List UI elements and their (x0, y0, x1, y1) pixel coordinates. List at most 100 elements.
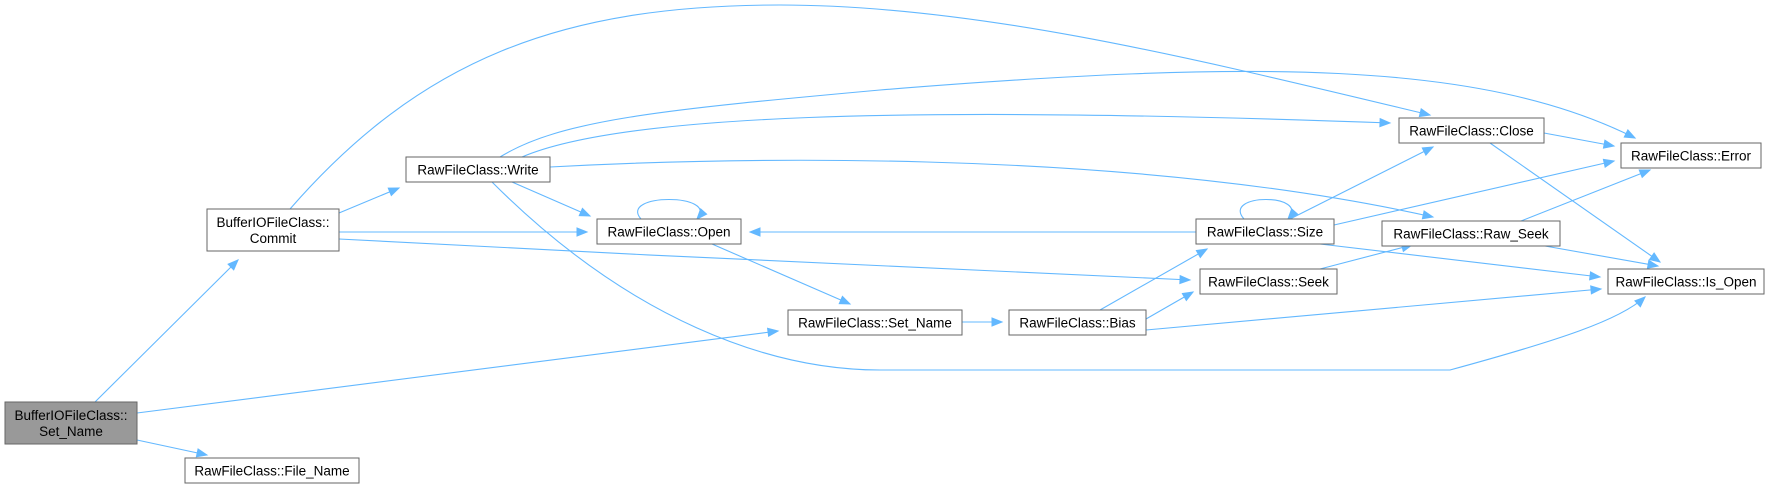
arrowhead (1602, 158, 1616, 168)
node-label: RawFileClass::Close (1409, 124, 1534, 139)
edge-buffer-set-name-to-raw-set-name (136, 327, 780, 414)
edge-line (521, 113, 1391, 158)
edge-raw-size-to-raw-open (748, 227, 1196, 237)
edge-raw-write-to-raw-close (521, 113, 1392, 158)
node-raw-raw-seek[interactable]: RawFileClass::Raw_Seek (1381, 220, 1561, 247)
arrowhead (1181, 291, 1195, 302)
node-raw-size[interactable]: RawFileClass::Size (1195, 218, 1335, 245)
node-raw-seek[interactable]: RawFileClass::Seek (1199, 268, 1338, 295)
edge-line (1289, 146, 1434, 220)
edge-line (338, 187, 400, 214)
edge-raw-close-to-raw-error (1543, 132, 1616, 149)
arrowhead (1418, 107, 1432, 118)
node-label: RawFileClass::Raw_Seek (1393, 227, 1549, 242)
edge-raw-raw-seek-to-raw-error (1520, 169, 1652, 222)
node-box (1607, 268, 1765, 295)
edge-buffer-commit-to-raw-close (289, 4, 1432, 210)
node-raw-write[interactable]: RawFileClass::Write (405, 156, 551, 183)
edge-line (289, 4, 1431, 210)
edge-line (1099, 248, 1208, 311)
edge-raw-write-to-raw-open (511, 181, 592, 217)
edge-raw-size-to-raw-error (1333, 158, 1616, 226)
node-raw-open[interactable]: RawFileClass::Open (596, 218, 742, 245)
node-label: RawFileClass::Error (1631, 149, 1752, 164)
node-label: RawFileClass::Set_Name (798, 316, 952, 331)
node-label: BufferIOFileClass:: (14, 408, 127, 423)
edge-line (136, 330, 779, 414)
arrowhead (1287, 207, 1299, 221)
edge-raw-set-name-to-raw-bias (962, 317, 1004, 327)
edge-raw-bias-to-raw-size (1099, 248, 1209, 311)
edge-raw-write-to-raw-is-open (491, 181, 1646, 371)
edge-raw-close-to-raw-is-open (1489, 142, 1662, 263)
node-label: Commit (250, 231, 297, 246)
node-box (596, 218, 742, 245)
arrowhead (1648, 252, 1662, 263)
node-box (1008, 309, 1147, 336)
edge-line (1543, 132, 1615, 147)
edge-line (1145, 288, 1602, 331)
node-raw-file-name[interactable]: RawFileClass::File_Name (184, 457, 360, 484)
arrowhead (1421, 210, 1435, 220)
edge-buffer-set-name-to-raw-file-name (136, 439, 209, 458)
node-label: RawFileClass::Is_Open (1615, 275, 1756, 290)
edge-raw-bias-to-raw-seek (1145, 291, 1195, 320)
edge-line (511, 181, 591, 217)
edge-raw-seek-to-raw-raw-seek (1319, 243, 1414, 270)
node-label: RawFileClass::Size (1207, 225, 1323, 240)
arrowhead (1638, 169, 1652, 179)
node-label: Set_Name (39, 424, 103, 439)
edge-line (1319, 244, 1413, 270)
node-label: RawFileClass::Seek (1208, 275, 1329, 290)
edge-line (1319, 243, 1601, 278)
arrowhead (1623, 129, 1637, 139)
edge-buffer-commit-to-raw-seek (338, 238, 1192, 285)
node-raw-close[interactable]: RawFileClass::Close (1398, 117, 1545, 144)
edge-line (136, 439, 208, 456)
node-buffer-commit[interactable]: BufferIOFileClass::Commit (206, 208, 340, 252)
edge-buffer-set-name-to-buffer-commit (94, 259, 239, 403)
node-label: RawFileClass::File_Name (194, 464, 349, 479)
edge-line (1520, 169, 1651, 222)
node-box (1620, 142, 1762, 169)
edge-raw-bias-to-raw-is-open (1145, 285, 1603, 331)
node-raw-error[interactable]: RawFileClass::Error (1620, 142, 1762, 169)
arrowhead (195, 448, 209, 458)
edge-buffer-commit-to-raw-write (338, 187, 401, 214)
node-label: RawFileClass::Open (607, 225, 730, 240)
arrowhead (578, 207, 592, 217)
node-raw-bias[interactable]: RawFileClass::Bias (1008, 309, 1147, 336)
arrowhead (1379, 117, 1392, 128)
node-box (206, 208, 340, 252)
arrowhead (1634, 296, 1646, 308)
arrowhead (838, 295, 852, 305)
node-label: RawFileClass::Write (417, 163, 538, 178)
edge-raw-write-to-raw-error (499, 70, 1637, 158)
node-label: RawFileClass::Bias (1019, 316, 1136, 331)
edge-line (711, 243, 851, 305)
arrowhead (1602, 139, 1616, 149)
edge-line (637, 198, 701, 220)
arrowhead (1179, 274, 1192, 285)
node-box (1398, 117, 1545, 144)
node-box (4, 401, 138, 445)
edge-raw-write-to-raw-raw-seek (549, 159, 1435, 220)
edge-line (1240, 199, 1292, 220)
node-raw-set-name[interactable]: RawFileClass::Set_Name (787, 309, 963, 336)
arrowhead (1589, 271, 1602, 281)
node-buffer-set-name[interactable]: BufferIOFileClass::Set_Name (4, 401, 138, 445)
edge-line (491, 181, 1646, 371)
arrowhead (1590, 285, 1603, 295)
arrowhead (1421, 146, 1435, 156)
arrowhead (227, 259, 239, 271)
edge-raw-size-to-raw-size (1240, 199, 1299, 221)
arrowhead (696, 207, 708, 221)
arrowhead (576, 227, 589, 237)
node-raw-is-open[interactable]: RawFileClass::Is_Open (1607, 268, 1765, 295)
edge-raw-raw-seek-to-raw-is-open (1544, 245, 1660, 269)
edge-raw-size-to-raw-close (1289, 146, 1435, 220)
arrowhead (1195, 248, 1209, 259)
edge-line (1489, 142, 1661, 263)
nodes-layer: BufferIOFileClass::Set_NameBufferIOFileC… (4, 117, 1765, 484)
